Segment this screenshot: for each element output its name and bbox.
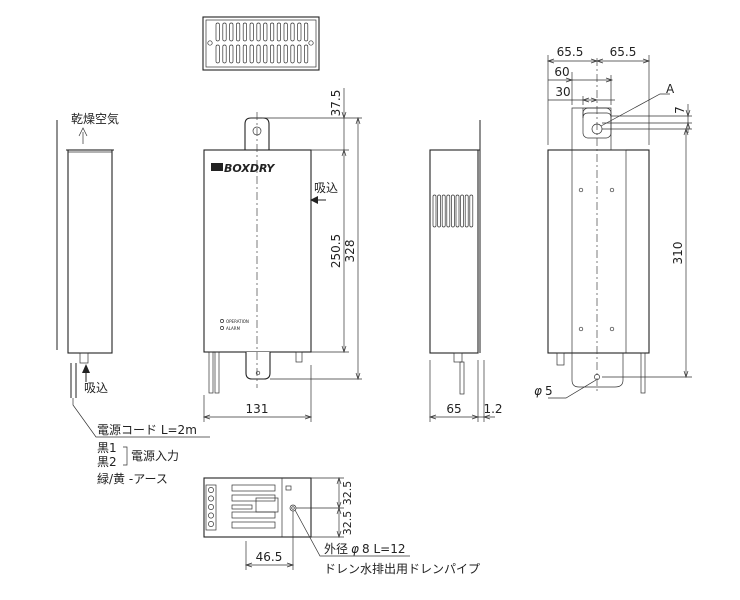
vent-slot — [451, 194, 455, 228]
grille-slot — [229, 44, 234, 64]
dim-37-5: 37.5 — [329, 90, 343, 117]
grille-slot — [263, 44, 268, 64]
cord-label: 電源コード L=2m — [97, 423, 197, 437]
vent-slot — [446, 194, 451, 228]
grille-slot — [215, 44, 220, 64]
left-side-view — [56, 120, 210, 438]
grille-slot — [270, 44, 275, 64]
grille-slot — [242, 22, 247, 42]
rear-view — [546, 55, 692, 399]
top-grille-view — [202, 16, 320, 71]
vent-slot — [432, 194, 437, 228]
vent-slot — [460, 194, 464, 228]
dim-131: 131 — [246, 402, 269, 416]
dim-60: 60 — [554, 65, 569, 79]
dim-328: 328 — [343, 240, 357, 263]
hole-phi-symbol: φ — [534, 384, 542, 398]
vent-slot — [441, 194, 446, 228]
intake-label-side: 吸込 — [84, 381, 108, 395]
grille-slot — [276, 44, 281, 64]
hole-diameter: 5 — [545, 384, 553, 398]
grille-slot — [270, 22, 275, 42]
grille-slot — [297, 22, 302, 42]
dim-1-2: 1.2 — [483, 402, 502, 416]
dim-32-5-top: 32.5 — [341, 481, 354, 506]
grille-slot — [276, 22, 281, 42]
bottom-terminal — [208, 504, 214, 510]
dim-250-5: 250.5 — [329, 234, 343, 268]
grille-slot — [229, 22, 234, 42]
grille-slot — [304, 22, 309, 42]
grille-slot — [304, 44, 309, 64]
grille-slot — [256, 22, 261, 42]
vent-slot — [455, 194, 460, 228]
intake-label-front: 吸込 — [314, 181, 338, 195]
grille-slot — [215, 22, 220, 42]
vent-slot — [437, 194, 441, 228]
dim-65: 65 — [446, 402, 461, 416]
grille-slot — [263, 22, 268, 42]
bottom-terminal — [208, 495, 214, 502]
bottom-terminal — [208, 512, 214, 519]
grille-slot — [249, 44, 254, 64]
grille-slot — [242, 44, 247, 64]
front-vertical-dims — [262, 88, 362, 381]
drain-outer-diameter-label: 外径 — [324, 542, 348, 556]
grille-slot — [290, 22, 295, 42]
dim-46-5: 46.5 — [256, 550, 283, 564]
dim-30: 30 — [555, 85, 570, 99]
dim-65-5-right: 65.5 — [610, 45, 637, 59]
bottom-terminal — [208, 487, 214, 493]
dim-7: 7 — [673, 106, 687, 114]
grille-slot — [236, 44, 241, 64]
grille-slot — [297, 44, 302, 64]
grille-slot — [283, 44, 288, 64]
bottom-view — [203, 476, 410, 570]
vent-slot — [464, 194, 469, 228]
bottom-terminal — [208, 521, 214, 527]
power-input-label: 電源入力 — [131, 449, 179, 463]
alarm-indicator: ALARM — [226, 326, 241, 331]
grille-slot — [222, 22, 227, 42]
operation-indicator: OPERATION — [226, 319, 249, 324]
drain-spec-value: 8 L=12 — [362, 542, 405, 556]
brand-logo: BOXDRY — [224, 162, 275, 175]
grille-slot — [290, 44, 295, 64]
dry-air-label: 乾燥空気 — [71, 111, 119, 126]
ground-wire-label: 緑/黄 -アース — [97, 471, 168, 486]
grille-slot — [256, 44, 261, 64]
dim-310: 310 — [671, 242, 685, 265]
drain-pipe-label: ドレン水排出用ドレンパイプ — [324, 562, 480, 576]
wire-black-1: 黒1 — [97, 441, 117, 455]
vent-slot — [469, 194, 474, 228]
front-view — [203, 112, 326, 394]
dim-32-5-bottom: 32.5 — [341, 511, 354, 536]
grille-slot — [236, 22, 241, 42]
point-a-label: A — [666, 82, 675, 96]
drain-phi-symbol: φ — [351, 542, 359, 556]
wire-black-2: 黒2 — [97, 455, 117, 469]
grille-slot — [249, 22, 254, 42]
right-side-view — [428, 120, 495, 422]
front-width-dim — [202, 365, 313, 422]
dim-65-5-left: 65.5 — [557, 45, 584, 59]
grille-slot — [283, 22, 288, 42]
wire-bracket — [123, 446, 128, 466]
grille-slot — [222, 44, 227, 64]
